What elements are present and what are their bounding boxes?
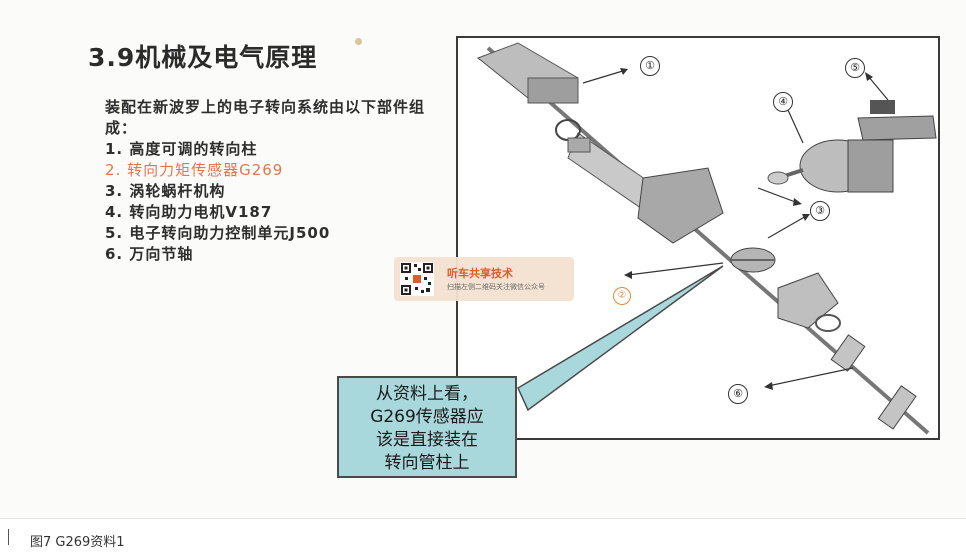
part-item: 1. 高度可调的转向柱 — [105, 140, 258, 158]
figure-caption: 图7 G269资料1 — [30, 535, 125, 550]
callout-2: ② — [613, 287, 631, 305]
note-line: 转向管柱上 — [384, 453, 470, 473]
note-line: 从资料上看， — [376, 384, 478, 404]
part-item: 5. 电子转向助力控制单元J500 — [105, 224, 331, 242]
note-line: G269传感器应 — [370, 407, 484, 427]
intro-text: 装配在新波罗上的电子转向系统由以下部件组成： — [105, 98, 426, 137]
figure-caption-bar: 图7 G269资料1 — [0, 518, 966, 559]
part-item: 3. 涡轮蜗杆机构 — [105, 182, 226, 200]
callout-6: ⑥ — [728, 384, 748, 404]
note-line: 该是直接装在 — [376, 430, 478, 450]
slide-title: 3.9机械及电气原理 — [88, 43, 318, 72]
callout-5: ⑤ — [845, 58, 865, 78]
qr-code-icon — [400, 262, 434, 296]
title-decoration — [355, 38, 362, 45]
parts-list: 1. 高度可调的转向柱 2. 转向力矩传感器G269 3. 涡轮蜗杆机构 4. … — [105, 139, 330, 265]
caption-divider — [8, 529, 9, 545]
part-item: 4. 转向助力电机V187 — [105, 203, 273, 221]
part-item: 6. 万向节轴 — [105, 245, 194, 263]
steering-exploded-diagram: ① ③ ④ ⑤ ⑥ — [456, 36, 940, 440]
callout-4: ④ — [773, 92, 793, 112]
steering-illustration — [477, 42, 937, 435]
slide: 3.9机械及电气原理 装配在新波罗上的电子转向系统由以下部件组成： 1. 高度可… — [88, 36, 940, 478]
callout-3: ③ — [810, 201, 830, 221]
watermark-title: 听车共享技术 — [447, 267, 513, 280]
callout-1: ① — [640, 56, 660, 76]
part-item-highlighted: 2. 转向力矩传感器G269 — [105, 161, 284, 179]
watermark-badge: 听车共享技术 扫描左侧二维码关注微信公众号 — [394, 257, 574, 301]
watermark-subtitle: 扫描左侧二维码关注微信公众号 — [447, 283, 545, 291]
annotation-note: 从资料上看， G269传感器应 该是直接装在 转向管柱上 — [337, 376, 517, 478]
